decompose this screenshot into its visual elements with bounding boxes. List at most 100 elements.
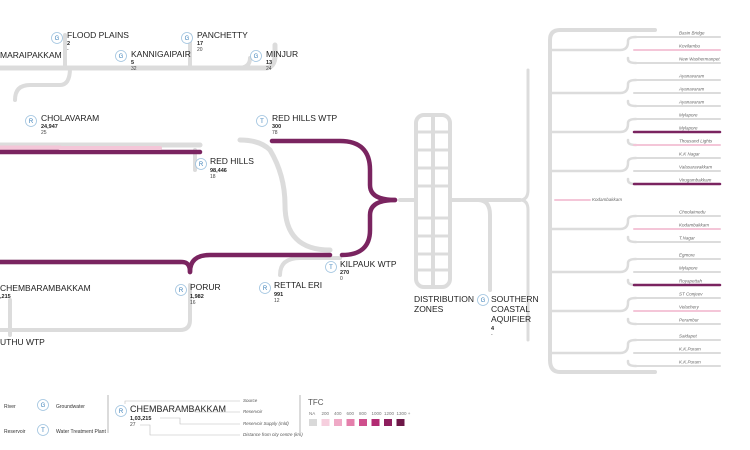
- node-rettal-eri[interactable]: R RETTAL ERI 991 12: [259, 280, 323, 304]
- node-value: 991: [274, 292, 283, 298]
- legend-annot-distance: Distance from city centre (km): [243, 432, 303, 437]
- zone-label[interactable]: Mylapore: [679, 266, 698, 271]
- zone-label[interactable]: Basin Bridge: [679, 31, 705, 36]
- legend-leaders: [124, 400, 240, 436]
- zone-label[interactable]: Kovilambu: [679, 44, 701, 49]
- badge-letter: R: [199, 162, 204, 168]
- zone-group-spur: [550, 214, 638, 231]
- node-red-hills-wtp[interactable]: T RED HILLS WTP 300 78: [256, 113, 338, 136]
- zone-label[interactable]: K.K Nagar: [679, 152, 700, 157]
- zone-label[interactable]: Perambur: [679, 318, 699, 323]
- zone-group-spur: [550, 78, 638, 95]
- pipe-top-collector: [0, 42, 278, 71]
- badge-letter: G: [119, 54, 124, 60]
- legend: River G Groundwater Reservoir T Water Tr…: [4, 395, 411, 437]
- groundwater-icon: [37, 399, 49, 411]
- pipe-redhills-loop: [267, 147, 333, 253]
- node-value: 17: [197, 41, 203, 47]
- zone-label[interactable]: Egmore: [679, 253, 695, 258]
- pipe-chembarambakkam-major: [0, 259, 193, 275]
- zone-label[interactable]: Thousand Lights: [679, 139, 713, 144]
- mid-zone-label: Kodambakkam: [592, 197, 622, 202]
- zone-label[interactable]: Royapettah: [679, 279, 703, 284]
- aquifer-distance: -: [491, 332, 493, 338]
- aquifer-line1: SOUTHERN: [491, 294, 539, 304]
- node-kannigaipair[interactable]: G KANNIGAIPAIR 5 32: [115, 49, 191, 72]
- zone-label[interactable]: Valasaravakkam: [679, 165, 712, 170]
- reservoir-icon: [259, 282, 271, 294]
- node-name: RETTAL ERI: [274, 280, 322, 290]
- node-cholavaram[interactable]: R CHOLAVARAM 24,947 25: [25, 113, 100, 136]
- zone-label[interactable]: Kodambakkam: [679, 223, 709, 228]
- node-distance: 20: [197, 47, 203, 53]
- zone-label[interactable]: Mylapore: [679, 126, 698, 131]
- node-puthu-wtp[interactable]: UTHU WTP: [0, 337, 45, 347]
- node-name: MARAIPAKKAM: [0, 50, 62, 60]
- zone-group-spur: [550, 257, 638, 274]
- badge-letter: G: [254, 54, 259, 60]
- node-porur[interactable]: R PORUR 1,982 16: [175, 282, 221, 306]
- node-name: UTHU WTP: [0, 337, 45, 347]
- node-name: CHOLAVARAM: [41, 113, 99, 123]
- legend-reservoir-label: Reservoir: [4, 429, 26, 435]
- node-distance: 12: [274, 298, 280, 304]
- tfc-swatch: [309, 419, 317, 426]
- node-value: 98,446: [210, 168, 227, 174]
- zone-label[interactable]: Ayanavaram: [678, 87, 704, 92]
- zone-group-spur: [550, 156, 638, 173]
- node-flood-plains[interactable]: G FLOOD PLAINS 2 -: [51, 30, 130, 53]
- zone-group-spur: [550, 338, 638, 355]
- legend-badge: G: [41, 403, 46, 409]
- node-value: 13: [266, 60, 272, 66]
- reservoir-icon: [175, 284, 187, 296]
- tfc-tick: 800: [359, 411, 367, 416]
- zone-group-spur: [550, 35, 638, 52]
- zone-label[interactable]: Virugambakkam: [679, 178, 712, 183]
- node-distance: 25: [41, 130, 47, 136]
- legend-wtp-label: Water Treatment Plant: [56, 429, 106, 435]
- node-kilpauk-wtp[interactable]: T KILPAUK WTP 270 0: [325, 259, 397, 282]
- node-distance: 78: [272, 130, 278, 136]
- tfc-swatch: [384, 419, 392, 426]
- pipe-zones-to-aquifer: [448, 198, 492, 292]
- treatment-plant-icon: [325, 261, 337, 273]
- zone-label[interactable]: ST Conjeev: [679, 292, 703, 297]
- zone-label[interactable]: Choolaimedu: [679, 210, 706, 215]
- node-value: 5: [131, 60, 134, 66]
- node-value: 270: [340, 270, 349, 276]
- zone-label[interactable]: K.K.Puram: [679, 347, 701, 352]
- zone-label[interactable]: Ayanavaram: [678, 100, 704, 105]
- tfc-swatch: [396, 419, 405, 426]
- zone-label[interactable]: Velachery: [679, 305, 700, 310]
- node-chembarambakkam[interactable]: CHEMBARAMBAKKAM ,215: [0, 283, 91, 300]
- node-minjur[interactable]: G MINJUR 13 24: [250, 49, 299, 72]
- node-name: KILPAUK WTP: [340, 259, 397, 269]
- zone-label[interactable]: Ayanavaram: [678, 74, 704, 79]
- zone-label[interactable]: Saidapet: [679, 334, 698, 339]
- node-distribution-zones[interactable]: DISTRIBUTION ZONES: [414, 294, 474, 314]
- node-red-hills[interactable]: R RED HILLS 98,446 18: [195, 156, 255, 180]
- zone-label[interactable]: T.Nagar: [679, 236, 695, 241]
- zone-label[interactable]: K.K.Puram: [679, 360, 701, 365]
- node-value: ,215: [0, 294, 11, 300]
- node-distance: -: [67, 47, 69, 53]
- zone-label[interactable]: Mylapore: [679, 113, 698, 118]
- pipes-active: [0, 138, 591, 275]
- node-southern-coastal-aquifier[interactable]: G SOUTHERN COASTAL AQUIFIER 4 -: [477, 294, 539, 338]
- tfc-swatch: [321, 419, 330, 426]
- zone-label[interactable]: New Washermanpet: [679, 57, 720, 62]
- tfc-title: TFC: [308, 398, 324, 407]
- reservoir-icon: [25, 115, 37, 127]
- tfc-tick: NA: [309, 411, 315, 416]
- aquifer-value: 4: [491, 326, 495, 332]
- distribution-line2: ZONES: [414, 304, 444, 314]
- pipe-trunk-inner: [518, 68, 530, 342]
- node-maraipakkam[interactable]: MARAIPAKKAM: [0, 50, 62, 60]
- aquifer-line3: AQUIFIER: [491, 314, 531, 324]
- pipe-top-to-cholavaram: [13, 66, 72, 102]
- pipe-minjur: [236, 56, 252, 70]
- reservoir-icon: [115, 405, 127, 417]
- node-panchetty[interactable]: G PANCHETTY 17 20: [181, 30, 249, 53]
- pipe-kilpauk-up: [339, 197, 398, 258]
